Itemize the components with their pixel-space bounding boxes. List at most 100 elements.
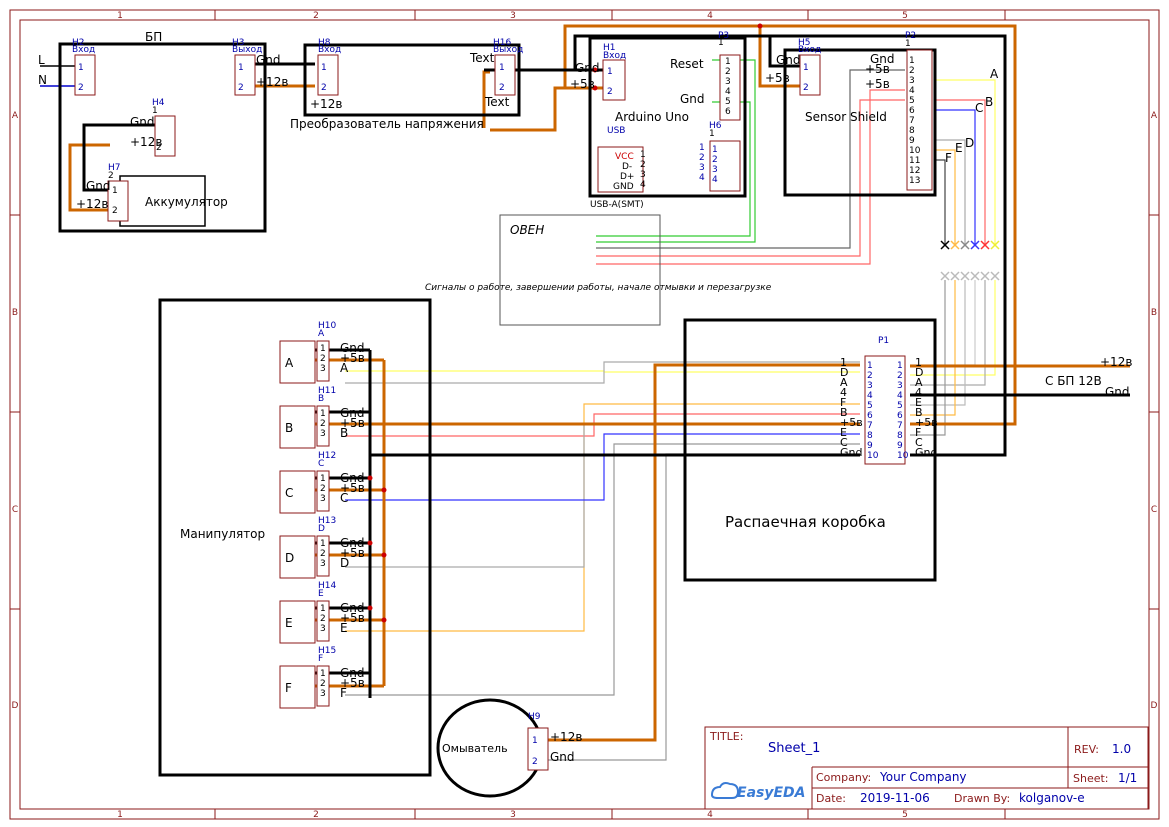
- p1-left-label: 1: [840, 356, 847, 369]
- usb-label: USB: [607, 126, 625, 136]
- h9-p1: 1: [532, 736, 538, 746]
- col-label: 2: [313, 11, 319, 21]
- h1-ref: H1: [603, 43, 616, 53]
- h4-p2: 2: [156, 143, 162, 153]
- p1-left-label: +5в: [840, 416, 863, 429]
- h1-v5: +5в: [570, 77, 595, 91]
- manip-gnd-label: Gnd: [340, 406, 365, 420]
- h5-gnd: Gnd: [776, 53, 801, 67]
- h4-v12: +12в: [130, 135, 162, 149]
- oven-label: ОВЕН: [510, 223, 544, 237]
- p3-pin: 6: [725, 107, 731, 117]
- p2-pin: 10: [909, 146, 921, 156]
- row-label: C: [12, 505, 18, 515]
- p2-pin: 2: [909, 66, 915, 76]
- manip-header-ref: H13: [318, 516, 336, 526]
- manip-box-letter: F: [285, 681, 292, 695]
- arduino-label: Arduino Uno: [615, 110, 689, 124]
- row-label: B: [12, 308, 18, 318]
- p2-letter-e: E: [955, 141, 963, 155]
- p1-pin: 7: [867, 421, 873, 431]
- title-label: TITLE:: [709, 730, 743, 743]
- manip-pin: 1: [320, 669, 326, 679]
- h16-text2: Text: [484, 95, 510, 109]
- mains-wires: [40, 65, 75, 87]
- p1-right-label: B: [915, 406, 923, 419]
- usb-dm: D-: [622, 162, 632, 172]
- p2-pin: 8: [909, 126, 915, 136]
- p2-letter-c: C: [975, 101, 983, 115]
- p2-v5a: +5в: [865, 62, 890, 76]
- p3-num: 1: [718, 38, 724, 48]
- h1-name: Вход: [603, 51, 626, 61]
- p1-right-label: C: [915, 436, 923, 449]
- p2-pin: 1: [909, 56, 915, 66]
- sheet-value: 1/1: [1118, 771, 1137, 785]
- h6-pin: 3: [699, 163, 705, 173]
- p1-pin: 3: [897, 381, 903, 391]
- p1-right-label: F: [915, 426, 921, 439]
- manip-header-sub: A: [318, 329, 325, 339]
- junctions: [367, 23, 763, 623]
- h6-pin: 3: [712, 165, 718, 175]
- h9-ref: H9: [528, 712, 541, 722]
- company-label: Company:: [816, 771, 871, 784]
- p2-pin: 3: [909, 76, 915, 86]
- manip-pin: 3: [320, 689, 326, 699]
- p2-gnd: Gnd: [870, 52, 895, 66]
- h3-p2: 2: [238, 83, 244, 93]
- date-label: Date:: [816, 792, 846, 805]
- manipulator-label: Манипулятор: [180, 527, 265, 541]
- h3-name: Выход: [232, 45, 262, 55]
- p1-pin: 2: [897, 371, 903, 381]
- p2-pin: 4: [909, 86, 915, 96]
- manip-v5-label: +5в: [340, 611, 365, 625]
- h7-p1: 1: [112, 186, 118, 196]
- h1-gnd: Gnd: [575, 61, 600, 75]
- drawn-value: kolganov-e: [1019, 791, 1085, 805]
- h3-gnd: Gnd: [256, 53, 281, 67]
- p1-left-label: D: [840, 366, 848, 379]
- p2-pin: 11: [909, 156, 920, 166]
- p1-right-label: E: [915, 396, 922, 409]
- h2-ref: H2: [72, 38, 85, 48]
- rev-label: REV:: [1074, 743, 1099, 756]
- manip-header-ref: H14: [318, 581, 336, 591]
- p3-reset: Reset: [670, 57, 704, 71]
- p1-right-label: 4: [915, 386, 922, 399]
- p3-ref: P3: [718, 31, 729, 41]
- manip-box-letter: D: [285, 551, 294, 565]
- p1-pin: 1: [867, 361, 873, 371]
- p2-ref: P2: [905, 31, 916, 41]
- p1-pin: 8: [867, 431, 873, 441]
- usb-vcc: VCC: [615, 152, 634, 162]
- col-label: 3: [510, 810, 516, 820]
- manip-signal-label: E: [340, 621, 348, 635]
- manip-pin: 3: [320, 429, 326, 439]
- p1-pin: 9: [867, 441, 873, 451]
- h7-v12: +12в: [76, 197, 108, 211]
- box-label: Распаечная коробка: [725, 513, 886, 531]
- p2-pin: 13: [909, 176, 920, 186]
- row-label: D: [12, 701, 19, 711]
- h9-p2: 2: [532, 757, 538, 767]
- h3-v12: +12в: [256, 75, 288, 89]
- col-label: 1: [117, 810, 123, 820]
- manip-pin: 1: [320, 474, 326, 484]
- p2-letter-b: B: [985, 95, 993, 109]
- signal-wires: [345, 59, 996, 761]
- h3-p1: 1: [238, 63, 244, 73]
- manip-header-sub: C: [318, 459, 324, 469]
- p1-right-label: D: [915, 366, 923, 379]
- manip-signal-label: F: [340, 686, 347, 700]
- usb-dp: D+: [620, 172, 634, 182]
- h8-name: Вход: [318, 45, 341, 55]
- h8-p1: 1: [321, 63, 327, 73]
- manip-pin: 3: [320, 364, 326, 374]
- manip-pin: 2: [320, 679, 326, 689]
- p1-pin: 10: [897, 451, 909, 461]
- h6-ref: H6: [709, 121, 722, 131]
- h4-num: 1: [152, 106, 158, 116]
- h6-pin: 4: [712, 175, 718, 185]
